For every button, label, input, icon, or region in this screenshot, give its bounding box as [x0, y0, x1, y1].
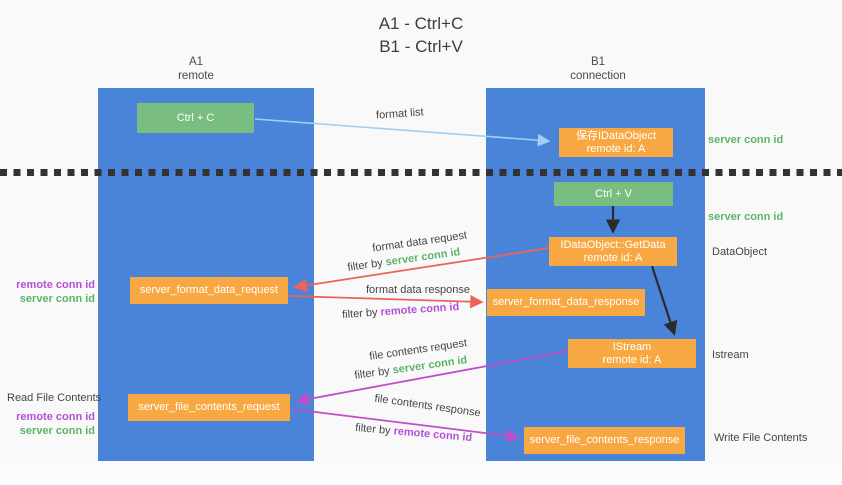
node-save-idataobject-line2: remote id: A — [586, 142, 646, 155]
filter-by-text: filter by — [354, 421, 395, 438]
edge-label-format-data-response: format data response — [366, 284, 470, 296]
node-save-idataobject-line1: 保存IDataObject — [575, 129, 657, 142]
left-label-read-file-contents: Read File Contents — [7, 392, 102, 404]
right-column-role: connection — [570, 70, 626, 82]
node-istream-line2: remote id: A — [602, 353, 662, 366]
dashed-separator-line — [0, 169, 842, 176]
title-line-2: B1 - Ctrl+V — [379, 37, 463, 56]
title-line-1: A1 - Ctrl+C — [378, 14, 464, 33]
right-label-dataobject: DataObject — [712, 246, 768, 258]
node-server-format-data-response[interactable]: server_format_data_response — [487, 289, 645, 316]
edge-label-format-request-filter: filter by server conn id — [347, 246, 461, 274]
node-save-idataobject[interactable]: 保存IDataObject remote id: A — [559, 128, 673, 157]
right-label-write-file-contents: Write File Contents — [714, 432, 808, 444]
left-label-server-conn-id-top: server conn id — [19, 293, 95, 305]
left-column-header: A1 remote — [86, 55, 306, 83]
filter-by-text: filter by — [353, 364, 394, 382]
remote-conn-id-text: remote conn id — [393, 425, 473, 445]
filter-by-text: filter by — [346, 256, 387, 274]
edge-label-format-response-filter: filter by remote conn id — [342, 301, 460, 321]
right-label-server-conn-id-mid: server conn id — [708, 211, 784, 223]
left-label-remote-conn-id-top: remote conn id — [16, 279, 95, 291]
node-server-file-contents-request-label: server_file_contents_request — [138, 401, 280, 413]
edge-label-file-contents-response: file contents response — [373, 392, 482, 420]
node-istream-line1: IStream — [612, 340, 652, 353]
left-column-name: A1 — [188, 56, 204, 68]
node-idataobject-getdata-line1: IDataObject::GetData — [560, 238, 666, 251]
filter-by-text: filter by — [341, 306, 381, 322]
left-column-role: remote — [178, 70, 214, 82]
node-server-file-contents-response-label: server_file_contents_response — [529, 434, 680, 446]
node-server-format-data-request[interactable]: server_format_data_request — [130, 277, 288, 304]
node-ctrl-c-label: Ctrl + C — [176, 111, 215, 124]
node-istream[interactable]: IStream remote id: A — [568, 339, 696, 368]
node-server-file-contents-request[interactable]: server_file_contents_request — [128, 394, 290, 421]
node-server-format-data-request-label: server_format_data_request — [139, 284, 279, 296]
right-label-server-conn-id-top: server conn id — [708, 134, 784, 146]
left-label-remote-conn-id-bottom: remote conn id — [16, 411, 95, 423]
node-server-file-contents-response[interactable]: server_file_contents_response — [524, 427, 685, 454]
node-idataobject-getdata[interactable]: IDataObject::GetData remote id: A — [549, 237, 677, 266]
right-column-header: B1 connection — [488, 55, 708, 83]
node-server-format-data-response-label: server_format_data_response — [492, 296, 640, 308]
node-ctrl-v[interactable]: Ctrl + V — [554, 182, 673, 206]
diagram-title: A1 - Ctrl+C B1 - Ctrl+V — [321, 12, 521, 58]
node-idataobject-getdata-line2: remote id: A — [583, 251, 643, 264]
left-label-server-conn-id-bottom: server conn id — [19, 425, 95, 437]
right-label-istream: Istream — [712, 349, 749, 361]
right-column-name: B1 — [590, 56, 606, 68]
remote-conn-id-text: remote conn id — [380, 300, 460, 319]
edge-label-format-list: format list — [375, 106, 425, 122]
edge-label-file-response-filter: filter by remote conn id — [355, 422, 473, 444]
node-ctrl-v-label: Ctrl + V — [595, 187, 632, 200]
node-ctrl-c[interactable]: Ctrl + C — [137, 103, 254, 133]
